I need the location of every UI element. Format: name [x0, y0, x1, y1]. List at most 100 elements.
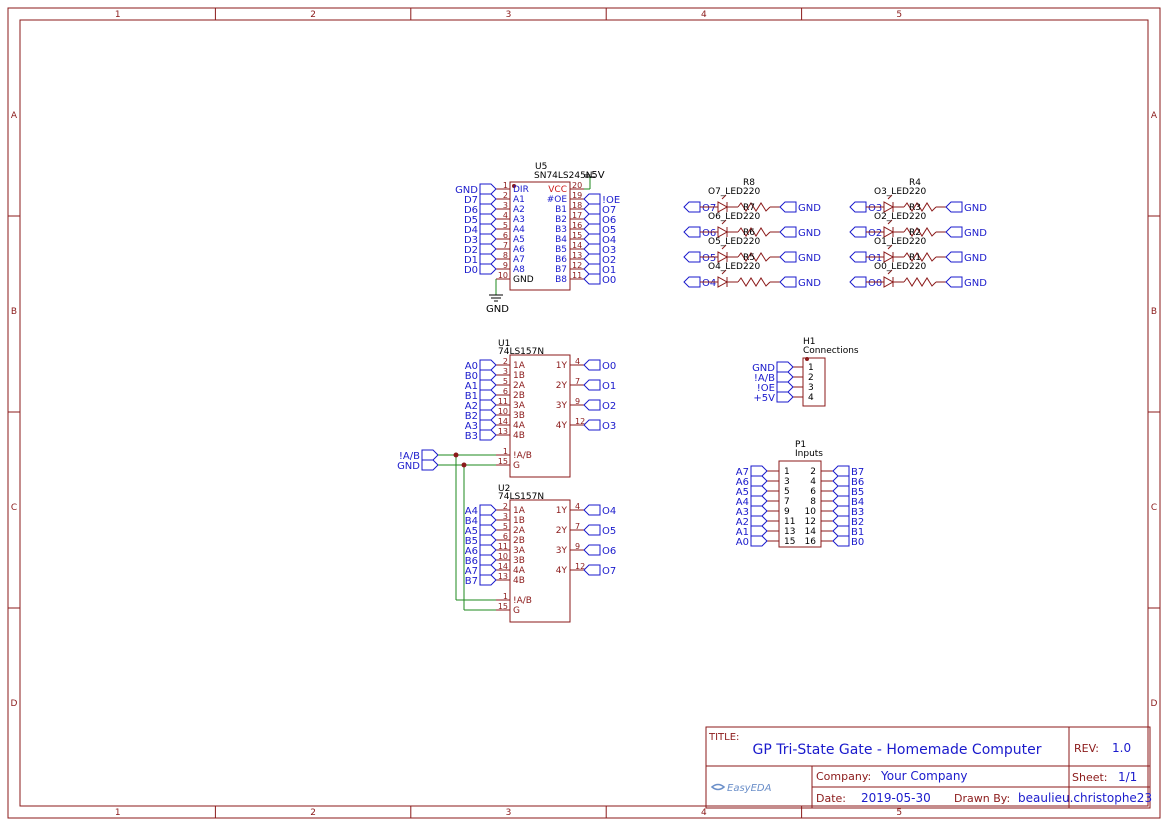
net-flag[interactable]: [750, 505, 768, 517]
led-array[interactable]: O7O7_LEDR8220GNDO6O6_LEDR7220GNDO5O5_LED…: [683, 178, 987, 289]
net-flag[interactable]: [945, 251, 963, 263]
inner-border: [19, 19, 1149, 807]
pin-number: 5: [784, 487, 790, 497]
net-flag[interactable]: [750, 495, 768, 507]
net-flag[interactable]: [583, 504, 601, 516]
net-flag[interactable]: [583, 399, 601, 411]
pin-name: 4B: [513, 431, 525, 441]
net-flag[interactable]: [750, 535, 768, 547]
net-flag[interactable]: [832, 535, 850, 547]
net-flag[interactable]: [583, 524, 601, 536]
net-flag[interactable]: [750, 485, 768, 497]
net-flag[interactable]: [945, 276, 963, 288]
column-label: 5: [896, 808, 902, 818]
net-flag[interactable]: [583, 564, 601, 576]
net-flag[interactable]: [479, 379, 497, 391]
net-flag[interactable]: [479, 203, 497, 215]
net-flag[interactable]: [779, 226, 797, 238]
net-flag[interactable]: [479, 409, 497, 421]
net-flag[interactable]: [479, 223, 497, 235]
net-flag[interactable]: [479, 233, 497, 245]
net-flag[interactable]: [583, 233, 601, 245]
pin-name: !A/B: [513, 596, 532, 606]
net-flag[interactable]: [583, 273, 601, 285]
net-flag[interactable]: [479, 359, 497, 371]
net-flag[interactable]: [750, 475, 768, 487]
net-flag[interactable]: [945, 201, 963, 213]
net-label: O7: [702, 203, 716, 214]
net-flag[interactable]: [479, 183, 497, 195]
net-flag[interactable]: [583, 213, 601, 225]
net-flag[interactable]: [479, 564, 497, 576]
net-flag[interactable]: [583, 263, 601, 275]
net-label: B1: [851, 527, 864, 538]
pin-number: 1: [503, 447, 508, 456]
net-label: O4: [602, 235, 616, 246]
net-flag[interactable]: [945, 226, 963, 238]
net-flag[interactable]: [776, 381, 794, 393]
pin-name: 4B: [513, 576, 525, 586]
net-flag[interactable]: [832, 495, 850, 507]
net-flag[interactable]: [832, 475, 850, 487]
net-flag[interactable]: [776, 361, 794, 373]
pin-number: 11: [498, 542, 508, 551]
net-flag[interactable]: [779, 251, 797, 263]
pin-number: 1: [503, 592, 508, 601]
net-flag[interactable]: [479, 514, 497, 526]
net-flag[interactable]: [583, 253, 601, 265]
net-flag[interactable]: [832, 465, 850, 477]
net-label: A4: [736, 497, 749, 508]
net-label: D6: [464, 205, 478, 216]
net-flag[interactable]: [779, 201, 797, 213]
net-flag[interactable]: [479, 554, 497, 566]
net-flag[interactable]: [479, 243, 497, 255]
net-flag[interactable]: [776, 391, 794, 403]
net-flag[interactable]: [583, 203, 601, 215]
net-flag[interactable]: [832, 515, 850, 527]
net-flag[interactable]: [479, 213, 497, 225]
net-flag[interactable]: [832, 505, 850, 517]
net-flag[interactable]: [583, 359, 601, 371]
junction-dot: [453, 452, 459, 458]
net-flag[interactable]: [479, 193, 497, 205]
net-flag[interactable]: [583, 223, 601, 235]
net-flag[interactable]: [479, 399, 497, 411]
net-label: B5: [465, 536, 478, 547]
net-flag[interactable]: [583, 243, 601, 255]
net-flag[interactable]: [479, 544, 497, 556]
net-flag[interactable]: [750, 525, 768, 537]
pin-number: 17: [572, 211, 582, 220]
net-flag[interactable]: [479, 263, 497, 275]
net-flag[interactable]: [479, 504, 497, 516]
net-flag[interactable]: [583, 379, 601, 391]
rev-value: 1.0: [1112, 741, 1131, 755]
net-flag[interactable]: [421, 459, 439, 471]
led-label: O4_LED: [708, 262, 743, 272]
net-flag[interactable]: [583, 193, 601, 205]
net-flag[interactable]: [479, 419, 497, 431]
led-diode-icon: [883, 226, 895, 238]
net-flag[interactable]: [750, 465, 768, 477]
net-flag[interactable]: [421, 449, 439, 461]
net-label: B3: [465, 431, 478, 442]
net-flag[interactable]: [832, 525, 850, 537]
net-flag[interactable]: [479, 534, 497, 546]
net-flag[interactable]: [779, 276, 797, 288]
net-label: A2: [736, 517, 749, 528]
net-flag[interactable]: [776, 371, 794, 383]
net-flag[interactable]: [479, 524, 497, 536]
net-flag[interactable]: [750, 515, 768, 527]
net-flag[interactable]: [479, 369, 497, 381]
net-flag[interactable]: [583, 419, 601, 431]
net-flag[interactable]: [479, 389, 497, 401]
net-flag[interactable]: [479, 429, 497, 441]
net-flag[interactable]: [479, 574, 497, 586]
net-flag[interactable]: [479, 253, 497, 265]
net-flag[interactable]: [583, 544, 601, 556]
net-flag[interactable]: [832, 485, 850, 497]
